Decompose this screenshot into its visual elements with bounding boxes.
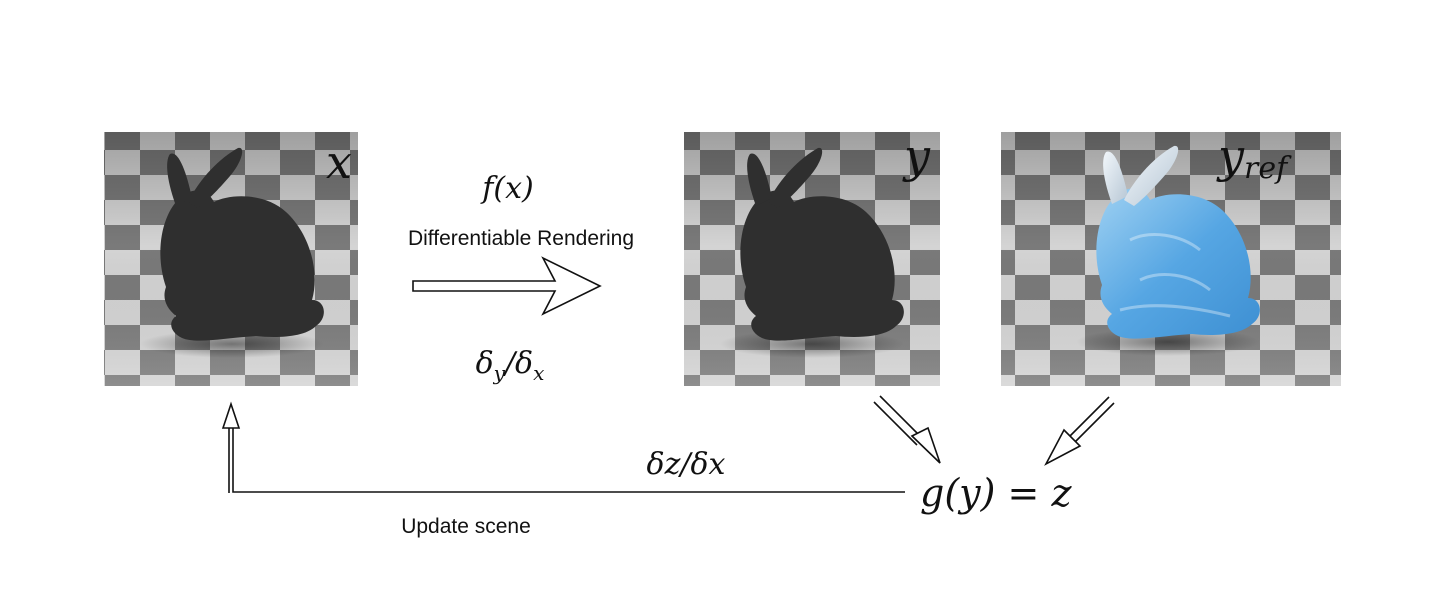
backward-line [232, 424, 905, 493]
forward-arrow [412, 256, 602, 316]
arrow-y-to-loss [873, 395, 941, 464]
forward-caption: Differentiable Rendering [408, 227, 634, 250]
panel-y-label: y [902, 129, 931, 183]
backward-gradient-label: δz/δx [647, 447, 726, 482]
arrow-yref-to-loss [1044, 396, 1115, 466]
glass-bunny [1076, 145, 1260, 356]
panel-x-label: x [326, 135, 352, 189]
loss-expression: g(y) = z [920, 471, 1072, 515]
backward-arrow-head [221, 401, 241, 429]
backward-caption: Update scene [401, 515, 531, 538]
forward-function-label: f(x) [480, 171, 533, 206]
panel-x: x [104, 132, 358, 386]
panel-y: y [684, 129, 940, 386]
panel-yref-label: yref [1216, 129, 1292, 186]
forward-gradient-label: δy/δx [476, 346, 545, 385]
panel-yref: yref [1001, 129, 1341, 386]
